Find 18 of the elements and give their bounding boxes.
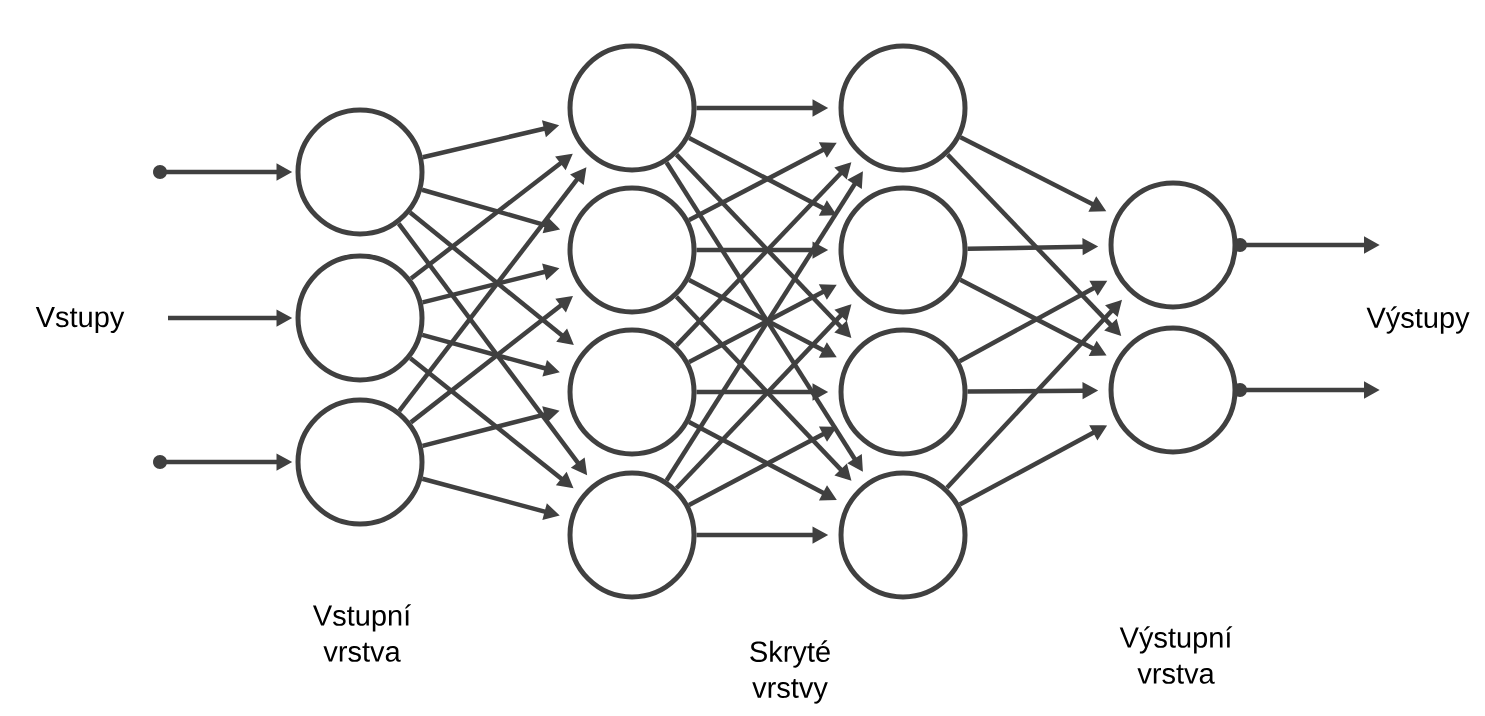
neuron-circle bbox=[838, 43, 968, 173]
neuron-circle bbox=[567, 327, 697, 457]
layer-label: Výstupní vrstva bbox=[1119, 626, 1233, 684]
layer-label: Vstupy bbox=[35, 307, 125, 333]
layer-label: Výstupy bbox=[1366, 306, 1470, 334]
neuron-circle bbox=[567, 43, 697, 173]
layer-label: Skryté vrstvy bbox=[750, 640, 830, 704]
neuron-circle bbox=[838, 185, 968, 315]
neuron-circle bbox=[295, 253, 425, 383]
neuron-circle bbox=[1108, 180, 1238, 310]
neuron-circle bbox=[295, 107, 425, 237]
neuron-circle bbox=[295, 397, 425, 527]
neuron-circle bbox=[838, 470, 968, 600]
neuron-circle bbox=[838, 327, 968, 457]
neuron-circle bbox=[1108, 325, 1238, 455]
neuron-circle bbox=[567, 470, 697, 600]
layer-label: Vstupní vrstva bbox=[312, 604, 412, 662]
neuron-circle bbox=[567, 185, 697, 315]
